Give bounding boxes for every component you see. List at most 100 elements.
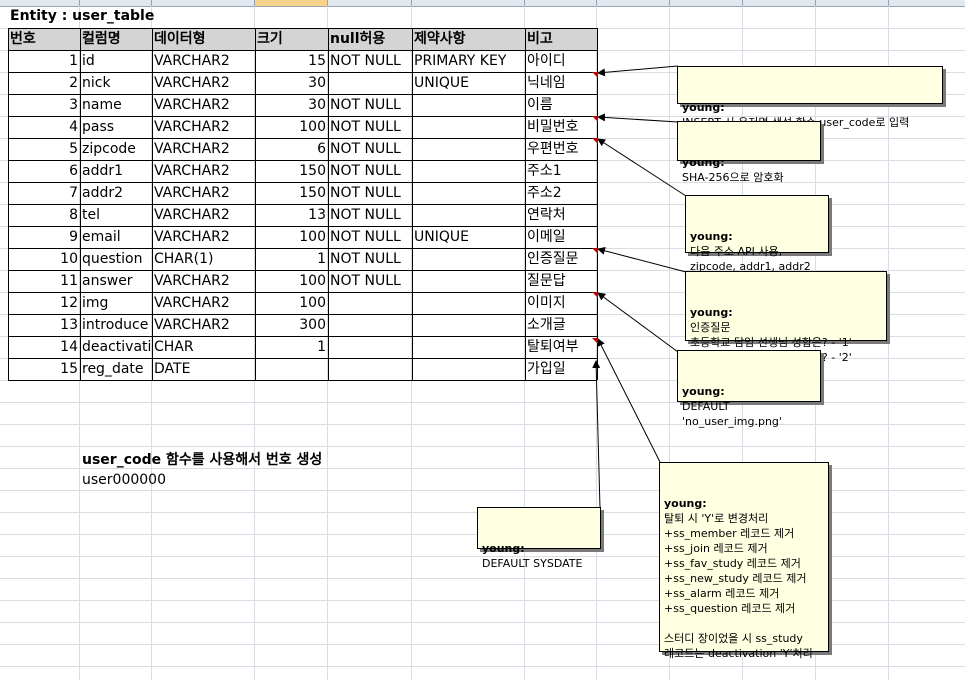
cell-no[interactable]: 9 xyxy=(69,229,78,245)
cell-remark[interactable]: 우편번호 xyxy=(527,141,579,157)
cell-size[interactable]: 6 xyxy=(317,141,326,157)
cell-no[interactable]: 4 xyxy=(69,119,78,135)
column-header-nullable[interactable]: null허용 xyxy=(328,28,412,50)
cell-type[interactable]: VARCHAR2 xyxy=(154,141,230,157)
cell-size[interactable]: 30 xyxy=(308,75,326,91)
cell-no[interactable]: 8 xyxy=(69,207,78,223)
cell-size[interactable]: 150 xyxy=(299,185,326,201)
cell-name[interactable]: answer xyxy=(82,273,133,289)
cell-type[interactable]: VARCHAR2 xyxy=(154,229,230,245)
cell-remark[interactable]: 연락처 xyxy=(527,207,566,223)
cell-remark[interactable]: 주소2 xyxy=(527,185,562,201)
cell-name[interactable]: nick xyxy=(82,75,111,91)
cell-remark[interactable]: 아이디 xyxy=(527,53,566,69)
cell-name[interactable]: img xyxy=(82,295,109,311)
cell-no[interactable]: 13 xyxy=(60,317,78,333)
cell-no[interactable]: 1 xyxy=(69,53,78,69)
cell-size[interactable]: 100 xyxy=(299,295,326,311)
cell-nullable[interactable]: NOT NULL xyxy=(330,163,401,179)
comment-reg-date[interactable]: young:DEFAULT SYSDATE xyxy=(477,507,601,570)
cell-nullable[interactable]: NOT NULL xyxy=(330,53,401,69)
column-header-name[interactable]: 컬럼명 xyxy=(80,28,152,50)
cell-type[interactable]: CHAR(1) xyxy=(154,251,214,267)
comment-zipcode[interactable]: young:다음 주소 API 사용, zipcode, addr1, addr… xyxy=(685,195,829,273)
comment-img[interactable]: young:DEFAULT 'no_user_img.png' xyxy=(677,350,821,428)
column-header-size[interactable]: 크기 xyxy=(255,28,328,50)
cell-size[interactable]: 100 xyxy=(299,229,326,245)
cell-size[interactable]: 100 xyxy=(299,119,326,135)
cell-remark[interactable]: 비밀번호 xyxy=(527,119,579,135)
cell-type[interactable]: VARCHAR2 xyxy=(154,185,230,201)
cell-size[interactable]: 300 xyxy=(299,317,326,333)
cell-name[interactable]: email xyxy=(82,229,121,245)
cell-nullable[interactable]: NOT NULL xyxy=(330,119,401,135)
cell-no[interactable]: 12 xyxy=(60,295,78,311)
cell-nullable[interactable]: NOT NULL xyxy=(330,251,401,267)
cell-no[interactable]: 15 xyxy=(60,361,78,377)
cell-remark[interactable]: 주소1 xyxy=(527,163,562,179)
cell-size[interactable]: 15 xyxy=(308,53,326,69)
cell-type[interactable]: VARCHAR2 xyxy=(154,53,230,69)
cell-type[interactable]: VARCHAR2 xyxy=(154,97,230,113)
cell-type[interactable]: VARCHAR2 xyxy=(154,119,230,135)
cell-no[interactable]: 5 xyxy=(69,141,78,157)
cell-no[interactable]: 10 xyxy=(60,251,78,267)
cell-name[interactable]: addr1 xyxy=(82,163,124,179)
cell-nullable[interactable]: NOT NULL xyxy=(330,97,401,113)
cell-type[interactable]: VARCHAR2 xyxy=(154,295,230,311)
cell-name[interactable]: question xyxy=(82,251,143,267)
cell-constraint[interactable]: UNIQUE xyxy=(414,229,469,245)
cell-size[interactable]: 1 xyxy=(317,339,326,355)
comment-id[interactable]: young:INSERT 시 유저명 생성 함수 user_code로 입력 xyxy=(677,66,943,129)
cell-type[interactable]: VARCHAR2 xyxy=(154,163,230,179)
cell-no[interactable]: 14 xyxy=(60,339,78,355)
cell-name[interactable]: id xyxy=(82,53,95,69)
cell-remark[interactable]: 이름 xyxy=(527,97,553,113)
cell-name[interactable]: pass xyxy=(82,119,115,135)
cell-nullable[interactable]: NOT NULL xyxy=(330,207,401,223)
cell-remark[interactable]: 탈퇴여부 xyxy=(527,339,579,355)
cell-constraint[interactable]: PRIMARY KEY xyxy=(414,53,507,69)
cell-size[interactable]: 30 xyxy=(308,97,326,113)
cell-no[interactable]: 2 xyxy=(69,75,78,91)
cell-type[interactable]: VARCHAR2 xyxy=(154,273,230,289)
column-header-type[interactable]: 데이터형 xyxy=(152,28,255,50)
cell-size[interactable]: 13 xyxy=(308,207,326,223)
cell-remark[interactable]: 소개글 xyxy=(527,317,566,333)
cell-type[interactable]: CHAR xyxy=(154,339,194,355)
cell-name[interactable]: deactivatio xyxy=(82,339,152,355)
cell-nullable[interactable]: NOT NULL xyxy=(330,229,401,245)
comment-deactivation[interactable]: young:탈퇴 시 'Y'로 변경처리 +ss_member 레코드 제거 +… xyxy=(659,462,829,660)
cell-nullable[interactable]: NOT NULL xyxy=(330,141,401,157)
cell-remark[interactable]: 질문답 xyxy=(527,273,566,289)
cell-name[interactable]: tel xyxy=(82,207,100,223)
cell-name[interactable]: zipcode xyxy=(82,141,136,157)
cell-size[interactable]: 100 xyxy=(299,273,326,289)
comment-pass[interactable]: young:SHA-256으로 암호화 xyxy=(677,121,821,184)
cell-remark[interactable]: 인증질문 xyxy=(527,251,579,267)
cell-remark[interactable]: 이미지 xyxy=(527,295,566,311)
column-header-no[interactable]: 번호 xyxy=(8,28,80,50)
cell-type[interactable]: VARCHAR2 xyxy=(154,207,230,223)
cell-remark[interactable]: 닉네임 xyxy=(527,75,566,91)
cell-remark[interactable]: 이메일 xyxy=(527,229,566,245)
cell-name[interactable]: introduce xyxy=(82,317,149,333)
column-header-constraint[interactable]: 제약사항 xyxy=(412,28,525,50)
cell-nullable[interactable]: NOT NULL xyxy=(330,185,401,201)
cell-remark[interactable]: 가입일 xyxy=(527,361,566,377)
cell-no[interactable]: 6 xyxy=(69,163,78,179)
cell-size[interactable]: 150 xyxy=(299,163,326,179)
cell-nullable[interactable]: NOT NULL xyxy=(330,273,401,289)
column-header-remark[interactable]: 비고 xyxy=(525,28,597,50)
cell-no[interactable]: 7 xyxy=(69,185,78,201)
column-header-strip[interactable] xyxy=(0,0,965,7)
cell-type[interactable]: VARCHAR2 xyxy=(154,75,230,91)
cell-name[interactable]: addr2 xyxy=(82,185,124,201)
cell-name[interactable]: reg_date xyxy=(82,361,144,377)
cell-no[interactable]: 3 xyxy=(69,97,78,113)
cell-name[interactable]: name xyxy=(82,97,122,113)
comment-question[interactable]: young:인증질문 초등학교 담임 선생님 성함은? - '1' 가장 좋아하… xyxy=(685,271,887,364)
cell-size[interactable]: 1 xyxy=(317,251,326,267)
cell-type[interactable]: VARCHAR2 xyxy=(154,317,230,333)
cell-no[interactable]: 11 xyxy=(60,273,78,289)
